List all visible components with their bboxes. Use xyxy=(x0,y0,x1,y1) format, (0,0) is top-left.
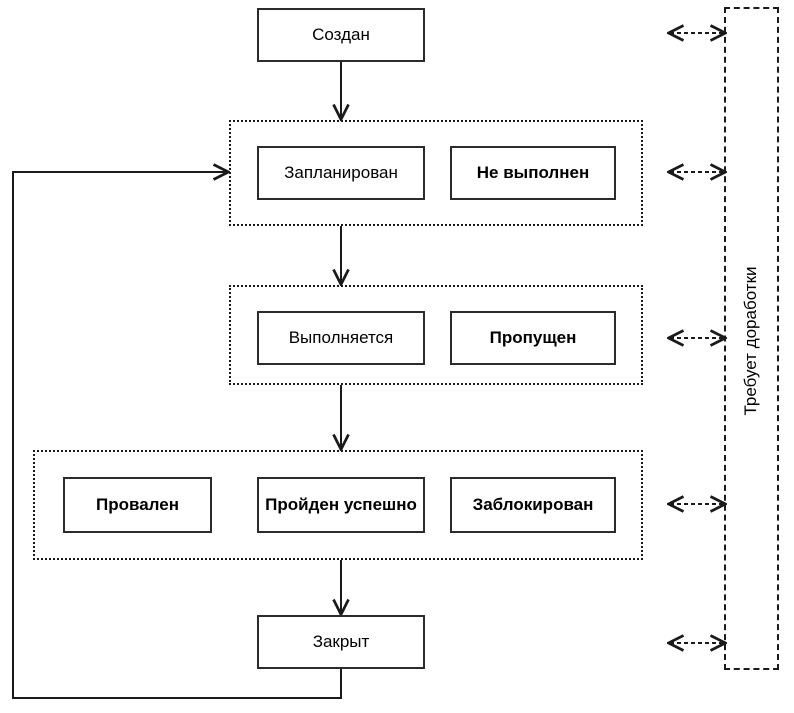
rework-panel-label: Требует доработки xyxy=(741,266,760,416)
state-node-closed[interactable]: Закрыт xyxy=(257,615,425,669)
state-node-label: Запланирован xyxy=(284,162,398,182)
state-node-label: Пройден успешно xyxy=(265,494,417,514)
state-node-label: Выполняется xyxy=(288,327,394,347)
state-node-failed[interactable]: Провален xyxy=(63,477,212,533)
state-node-not-done[interactable]: Не выполнен xyxy=(450,146,616,200)
state-node-blocked[interactable]: Заблокирован xyxy=(450,477,616,533)
state-node-planned[interactable]: Запланирован xyxy=(257,146,425,200)
state-node-in-progress[interactable]: Выполняется xyxy=(257,311,425,365)
state-node-label: Пропущен xyxy=(489,327,577,347)
state-node-label: Закрыт xyxy=(312,631,370,651)
group-running xyxy=(229,285,643,385)
state-node-created[interactable]: Создан xyxy=(257,8,425,62)
group-finished xyxy=(33,450,643,560)
state-node-skipped[interactable]: Пропущен xyxy=(450,311,616,365)
state-node-label: Создан xyxy=(312,24,370,44)
state-node-label: Заблокирован xyxy=(472,494,594,514)
edge-closed-to-planned xyxy=(12,172,342,699)
group-planned xyxy=(229,120,643,226)
state-node-label: Не выполнен xyxy=(476,162,590,182)
state-node-label: Провален xyxy=(96,494,179,514)
state-node-passed[interactable]: Пройден успешно xyxy=(257,477,425,533)
